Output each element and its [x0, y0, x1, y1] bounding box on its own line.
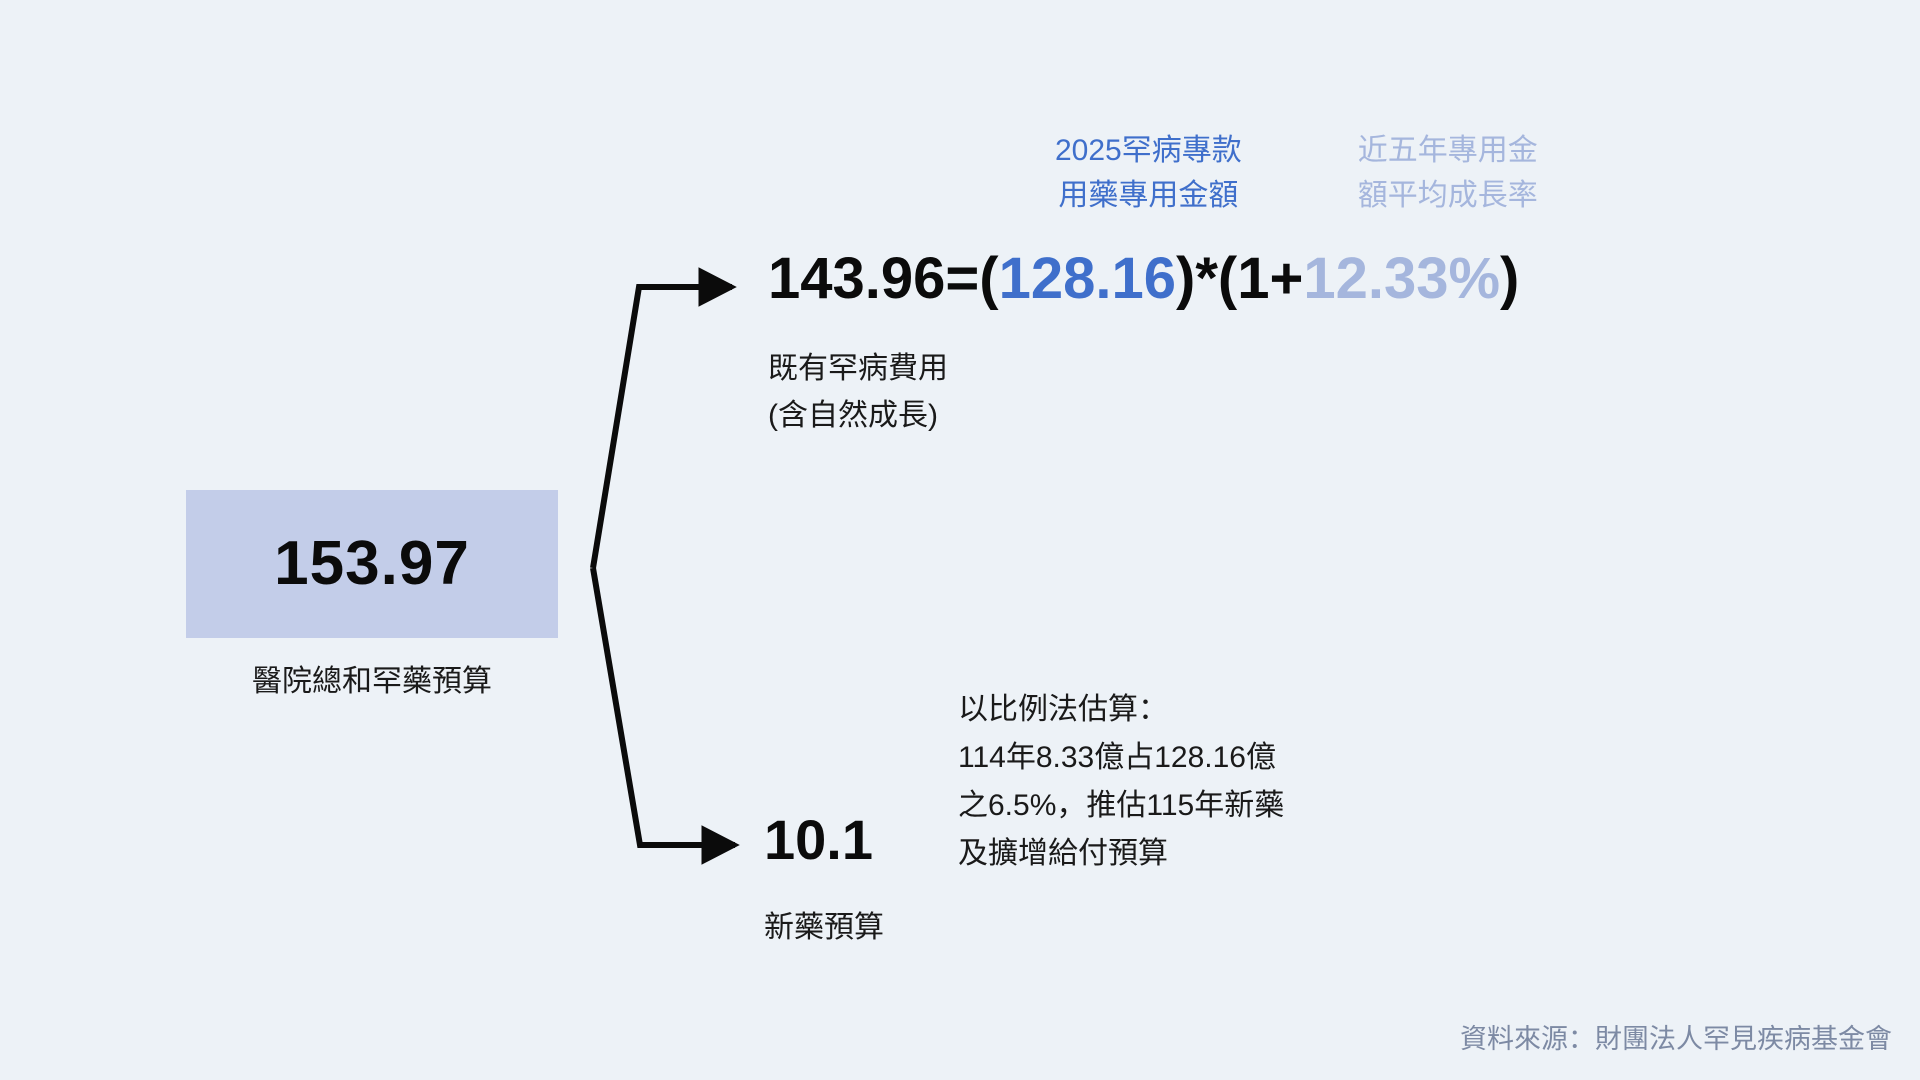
total-budget-value: 153.97: [274, 529, 470, 598]
existing-cost-formula: 143.96=(128.16)*(1+12.33%): [768, 250, 1519, 308]
connector-upper-branch: [590, 267, 737, 569]
connector-lower-branch: [590, 567, 740, 865]
total-budget-caption: 醫院總和罕藥預算: [252, 665, 492, 698]
label-special-fund: 2025罕病專款 用藥專用金額: [1055, 134, 1242, 212]
newdrug-estimate-note: 以比例法估算： 114年8.33億占128.16億 之6.5%，推估115年新藥…: [958, 693, 1285, 870]
newdrug-budget-value: 10.1: [764, 808, 873, 871]
label-growth-rate: 近五年專用金 額平均成長率: [1357, 134, 1538, 212]
formula-segment-operator: )*(1+: [1176, 246, 1304, 311]
formula-labels-group: 2025罕病專款 用藥專用金額 近五年專用金 額平均成長率: [1055, 128, 1538, 218]
formula-segment-growth-rate: 12.33%: [1303, 246, 1501, 311]
formula-segment-result: 143.96=(: [768, 246, 999, 311]
newdrug-budget-caption: 新藥預算: [764, 911, 884, 944]
source-note: 資料來源：財團法人罕見疾病基金會: [1460, 1024, 1892, 1054]
existing-cost-note: 既有罕病費用 (含自然成長): [768, 352, 948, 432]
formula-segment-close-paren: ): [1500, 246, 1520, 311]
total-budget-box: 153.97: [186, 490, 558, 638]
formula-segment-base-amount: 128.16: [998, 246, 1176, 311]
